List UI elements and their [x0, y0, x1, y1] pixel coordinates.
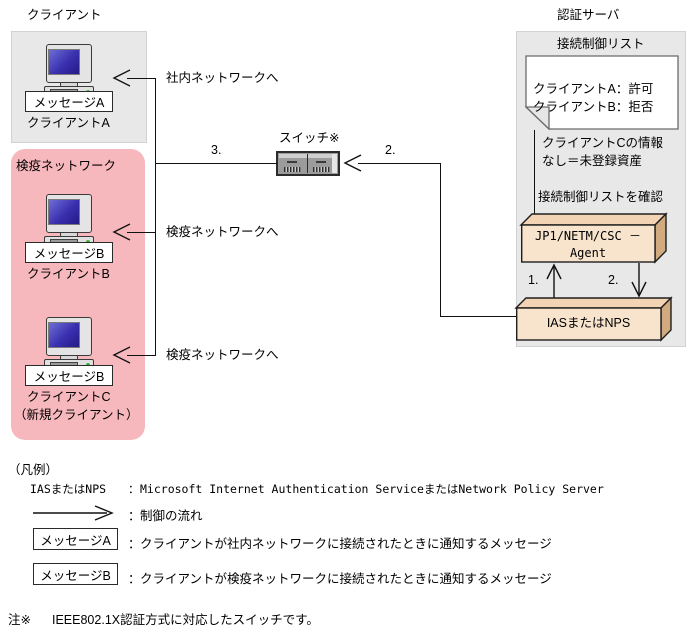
client-a-connector-line [127, 78, 156, 80]
legend-colon-4: ： [128, 572, 141, 586]
legend-colon-3: ： [128, 537, 141, 551]
quarantine-zone-label: 検疫ネットワーク [16, 159, 117, 173]
client-a-arrow-label: 社内ネットワークへ [166, 71, 279, 85]
client-b-arrow-label: 検疫ネットワークへ [166, 225, 279, 239]
legend-colon-2: ： [128, 509, 141, 523]
acl-line-2: クライアントB：拒否 [533, 100, 654, 114]
jp1-netm-csc-agent-box: JP1/NETM/CSC － Agent [519, 212, 668, 264]
step-1-arrow-up [546, 263, 562, 298]
client-c-connector-line [127, 355, 156, 357]
step-2-arrow-down [631, 263, 647, 298]
step-2-network-label: 2. [385, 143, 396, 157]
client-c-name: クライアントC [27, 390, 111, 404]
acl-title: 接続制御リスト [557, 37, 645, 51]
ias-nps-box: IASまたはNPS [514, 296, 673, 342]
footnote-marker: 注※ [8, 613, 31, 627]
ias-nps-label: IASまたはNPS [546, 316, 631, 330]
client-a-message-box: メッセージA [25, 91, 113, 112]
client-a-arrowhead [112, 69, 131, 87]
acl-check-label: 接続制御リストを確認 [538, 190, 664, 204]
footnote-text: IEEE802.1X認証方式に対応したスイッチです。 [52, 613, 319, 627]
switch-left-line [155, 163, 277, 165]
client-c-arrowhead [112, 346, 131, 364]
network-switch-icon [276, 151, 340, 176]
switch-right-line [358, 163, 441, 165]
client-b-message-box: メッセージB [25, 242, 113, 263]
agent-box-line-2: Agent [569, 246, 607, 260]
legend-desc-ias: Microsoft Internet Authentication Servic… [140, 482, 604, 496]
legend-term-ias: IASまたはNPS [30, 482, 107, 496]
legend-title: （凡例） [8, 463, 59, 477]
unregistered-note-line-1: クライアントCの情報 [542, 136, 664, 150]
client-c-message-box: メッセージB [25, 365, 113, 386]
legend-desc-flow: 制御の流れ [140, 509, 203, 523]
client-a-computer-icon [42, 44, 96, 98]
acl-leader-line [534, 130, 536, 218]
ias-connector-line [440, 316, 516, 318]
switch-arrowhead [343, 154, 362, 172]
legend-message-b-box: メッセージB [33, 563, 118, 585]
client-b-connector-line [127, 232, 156, 234]
step-1-label: 1. [528, 273, 539, 287]
legend-colon-1: ： [128, 482, 140, 496]
step-2-auth-label: 2. [608, 273, 619, 287]
client-trunk-line [155, 78, 157, 356]
legend-message-a-box: メッセージA [33, 528, 118, 550]
client-b-name: クライアントB [27, 267, 110, 281]
legend-flow-arrow-icon [33, 505, 114, 521]
client-c-computer-icon [42, 317, 96, 371]
client-a-name: クライアントA [27, 116, 110, 130]
legend-desc-message-a: クライアントが社内ネットワークに接続されたときに通知するメッセージ [140, 537, 552, 551]
switch-label: スイッチ※ [279, 131, 340, 145]
client-section-title: クライアント [27, 8, 102, 22]
client-b-computer-icon [42, 194, 96, 248]
step-3-label: 3. [211, 143, 222, 157]
auth-server-section-title: 認証サーバ [557, 8, 620, 22]
client-c-name-sub: （新規クライアント） [14, 408, 139, 422]
auth-riser-line [440, 163, 442, 316]
agent-box-line-1: JP1/NETM/CSC － [535, 229, 641, 243]
client-b-arrowhead [112, 223, 131, 241]
access-control-list-document: クライアントA：許可 クライアントB：拒否 [525, 55, 679, 130]
acl-line-1: クライアントA：許可 [533, 82, 654, 96]
legend-desc-message-b: クライアントが検疫ネットワークに接続されたときに通知するメッセージ [140, 572, 552, 586]
client-c-arrow-label: 検疫ネットワークへ [166, 348, 279, 362]
unregistered-note-line-2: なし＝未登録資産 [542, 154, 643, 168]
